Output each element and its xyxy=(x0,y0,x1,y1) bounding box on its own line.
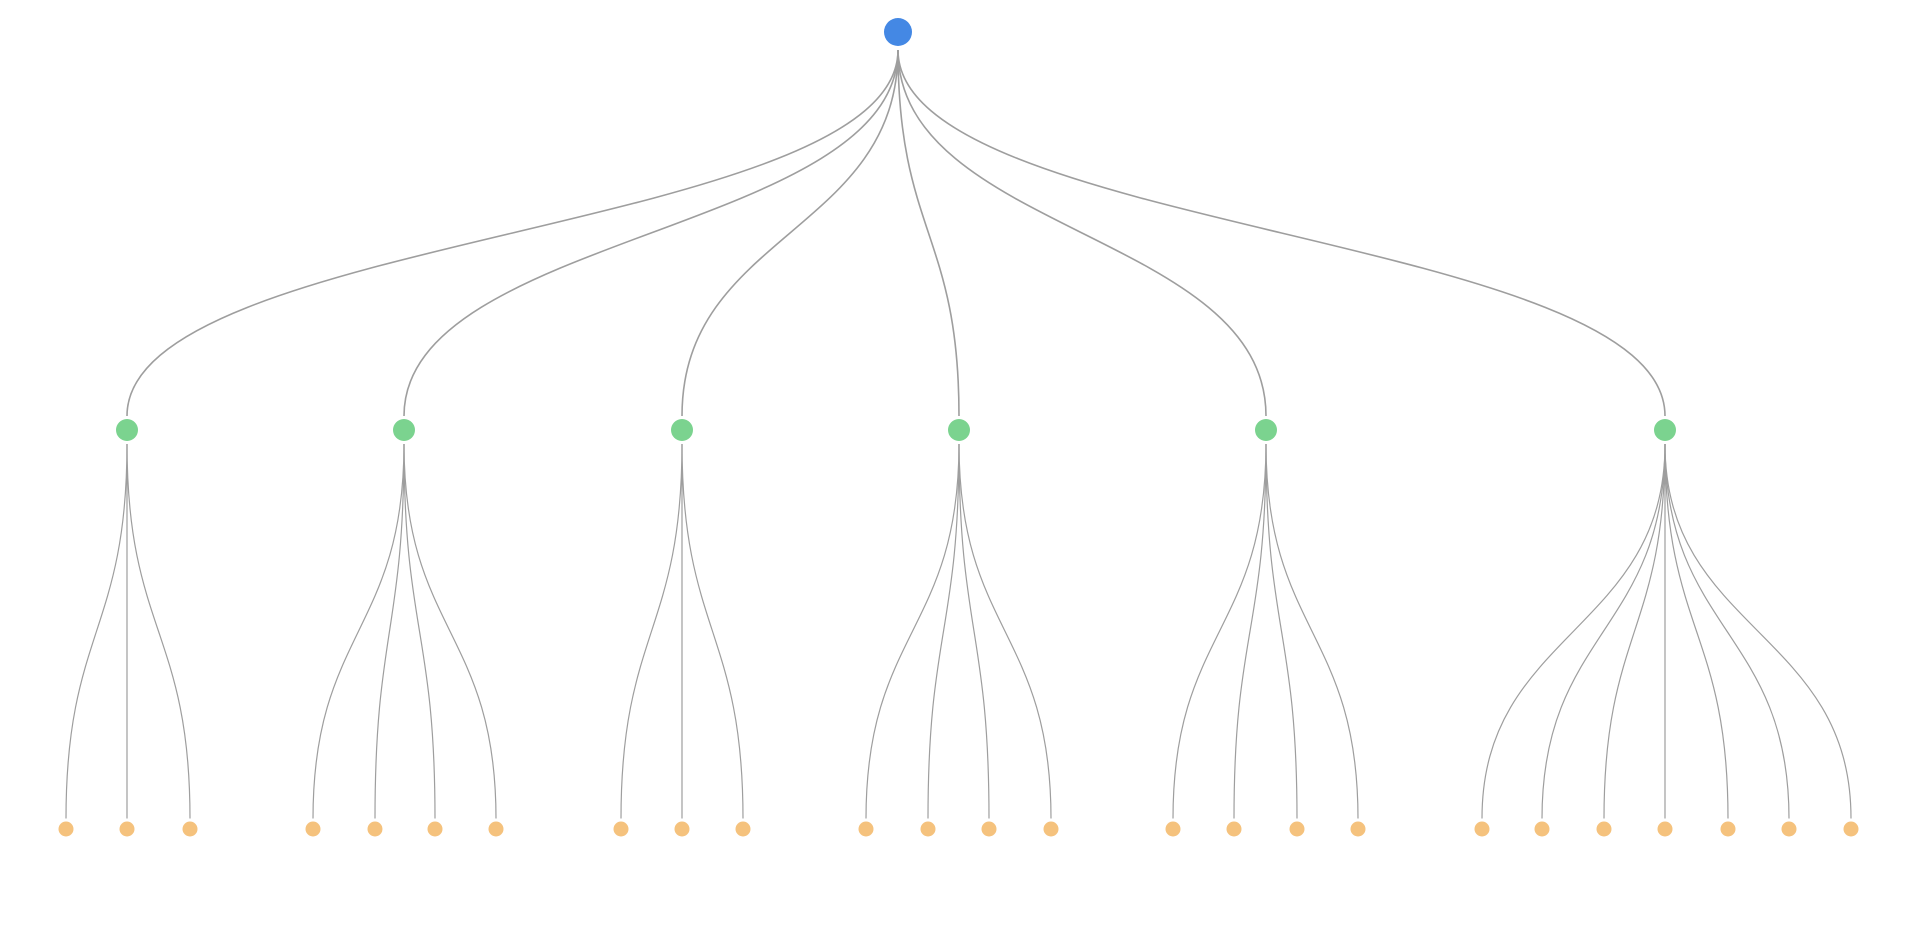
child-node-3[interactable] xyxy=(671,419,693,441)
leaf-node-1-1[interactable] xyxy=(58,821,74,837)
leaf-node-2-2[interactable] xyxy=(367,821,383,837)
child-node-2[interactable] xyxy=(393,419,415,441)
child-node-1[interactable] xyxy=(116,419,138,441)
link-root-to-child-1 xyxy=(126,49,899,417)
leaf-node-5-3[interactable] xyxy=(1289,821,1305,837)
link-child-2-to-leaf-2 xyxy=(374,443,405,819)
link-child-6-to-leaf-2 xyxy=(1541,443,1666,819)
leaf-node-1-3[interactable] xyxy=(182,821,198,837)
leaf-node-1-2[interactable] xyxy=(119,821,135,837)
link-child-6-to-leaf-3 xyxy=(1603,443,1666,819)
leaf-node-6-1[interactable] xyxy=(1474,821,1490,837)
leaf-node-2-4[interactable] xyxy=(488,821,504,837)
leaf-node-5-2[interactable] xyxy=(1226,821,1242,837)
leaf-node-2-3[interactable] xyxy=(427,821,443,837)
link-child-5-to-leaf-4 xyxy=(1265,443,1359,819)
leaf-node-3-1[interactable] xyxy=(613,821,629,837)
leaf-node-6-4[interactable] xyxy=(1657,821,1673,837)
leaf-node-6-2[interactable] xyxy=(1534,821,1550,837)
link-child-1-to-leaf-1 xyxy=(65,443,128,819)
link-child-6-to-leaf-6 xyxy=(1664,443,1790,819)
link-child-3-to-leaf-1 xyxy=(620,443,683,819)
link-child-5-to-leaf-3 xyxy=(1265,443,1298,819)
leaf-node-6-6[interactable] xyxy=(1781,821,1797,837)
link-child-2-to-leaf-1 xyxy=(312,443,405,819)
link-child-6-to-leaf-1 xyxy=(1481,443,1666,819)
link-child-2-to-leaf-4 xyxy=(403,443,497,819)
leaf-node-5-4[interactable] xyxy=(1350,821,1366,837)
link-root-to-child-5 xyxy=(897,49,1267,417)
link-child-2-to-leaf-3 xyxy=(403,443,436,819)
link-child-1-to-leaf-3 xyxy=(126,443,191,819)
link-child-6-to-leaf-7 xyxy=(1664,443,1852,819)
leaf-node-4-4[interactable] xyxy=(1043,821,1059,837)
leaf-node-6-3[interactable] xyxy=(1596,821,1612,837)
link-root-to-child-6 xyxy=(897,49,1666,417)
link-child-5-to-leaf-2 xyxy=(1233,443,1267,819)
link-child-4-to-leaf-2 xyxy=(927,443,960,819)
child-node-5[interactable] xyxy=(1255,419,1277,441)
links-layer xyxy=(65,49,1852,819)
child-node-6[interactable] xyxy=(1654,419,1676,441)
link-child-6-to-leaf-5 xyxy=(1664,443,1729,819)
leaf-node-3-2[interactable] xyxy=(674,821,690,837)
leaf-node-6-5[interactable] xyxy=(1720,821,1736,837)
leaf-node-2-1[interactable] xyxy=(305,821,321,837)
link-child-5-to-leaf-1 xyxy=(1172,443,1267,819)
link-root-to-child-4 xyxy=(897,49,960,417)
child-node-4[interactable] xyxy=(948,419,970,441)
leaf-node-5-1[interactable] xyxy=(1165,821,1181,837)
nodes-layer xyxy=(58,18,1859,837)
leaf-node-4-2[interactable] xyxy=(920,821,936,837)
leaf-node-3-3[interactable] xyxy=(735,821,751,837)
link-child-4-to-leaf-3 xyxy=(958,443,990,819)
root-node[interactable] xyxy=(884,18,912,46)
link-root-to-child-2 xyxy=(403,49,899,417)
link-child-4-to-leaf-1 xyxy=(865,443,960,819)
link-child-4-to-leaf-4 xyxy=(958,443,1052,819)
leaf-node-6-7[interactable] xyxy=(1843,821,1859,837)
leaf-node-4-1[interactable] xyxy=(858,821,874,837)
link-root-to-child-3 xyxy=(681,49,899,417)
leaf-node-4-3[interactable] xyxy=(981,821,997,837)
link-child-3-to-leaf-3 xyxy=(681,443,744,819)
